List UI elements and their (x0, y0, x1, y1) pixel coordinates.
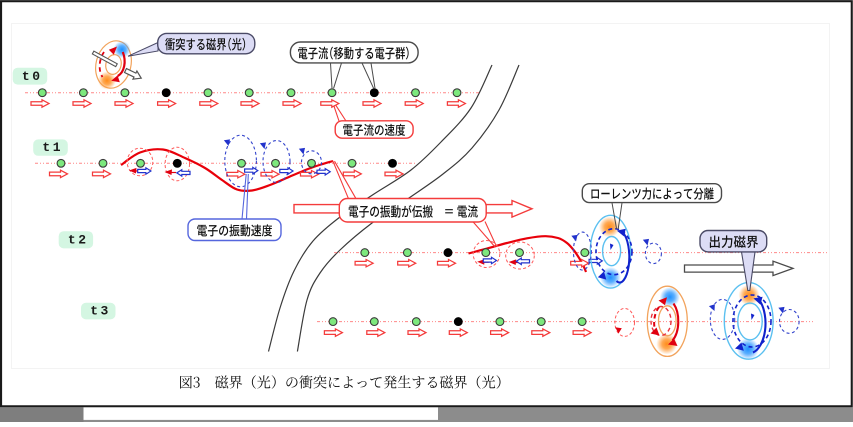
svg-text:t: t (90, 304, 98, 319)
svg-text:t: t (68, 233, 76, 248)
svg-text:t: t (42, 140, 50, 155)
svg-text:0: 0 (32, 69, 40, 84)
svg-text:3: 3 (101, 304, 109, 319)
svg-text:t: t (22, 69, 30, 84)
svg-text:1: 1 (53, 140, 61, 155)
svg-text:2: 2 (78, 233, 86, 248)
